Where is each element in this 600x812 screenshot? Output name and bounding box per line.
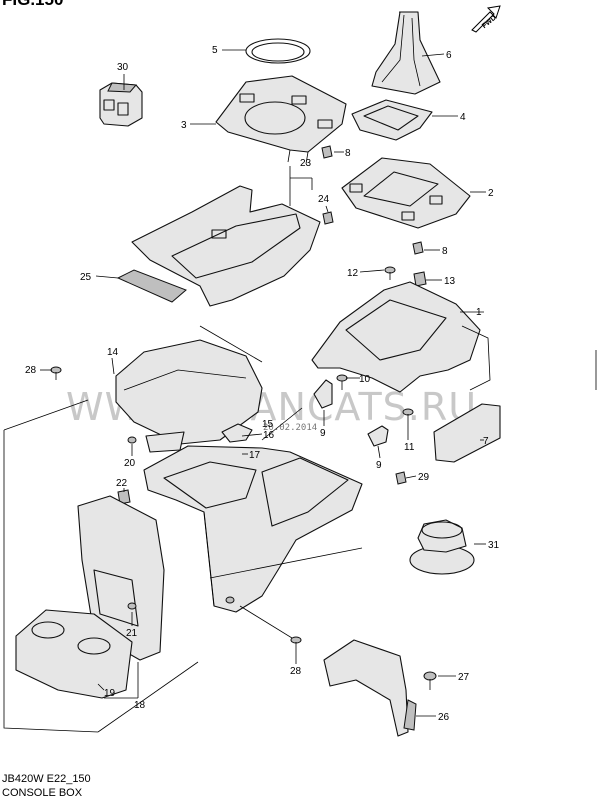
part-14-armrest-lid (115, 339, 263, 453)
leader-lines (40, 49, 486, 717)
figure-header: FIG.150 (2, 0, 63, 9)
part-6-shift-boot (371, 11, 441, 95)
callout-27: 27 (458, 672, 470, 683)
callout-8-upper: 8 (345, 148, 351, 159)
part-22-clip (117, 489, 131, 505)
console-body (143, 445, 363, 613)
part-31-ash-cup (409, 519, 475, 575)
callout-24: 24 (318, 194, 330, 205)
callout-4: 4 (460, 112, 466, 123)
callout-11: 11 (404, 442, 415, 453)
callout-3: 3 (181, 120, 187, 131)
callout-26: 26 (438, 712, 450, 723)
callout-5: 5 (212, 45, 218, 56)
part-23-console-tray (131, 185, 321, 307)
part-29-clip (395, 471, 407, 485)
callout-31: 31 (488, 540, 500, 551)
callout-2: 2 (488, 188, 494, 199)
footer-title: CONSOLE BOX (2, 787, 83, 799)
part-30-switch (99, 82, 143, 127)
part-5-ring (245, 38, 311, 64)
callout-1: 1 (476, 307, 482, 318)
part-13-clip (413, 271, 427, 287)
part-11-screw (402, 408, 414, 424)
part-19-cup-holder (15, 609, 133, 699)
callout-25: 25 (80, 272, 92, 283)
callout-10: 10 (359, 374, 371, 385)
callout-8-lower: 8 (442, 246, 448, 257)
part-27-bolt (423, 671, 437, 690)
callout-12: 12 (347, 268, 359, 279)
callout-7: 7 (483, 436, 489, 447)
part-28-screw-lower (290, 636, 302, 652)
date-stamp: 20.02.2014 (263, 423, 317, 433)
part-10-bolt (336, 374, 348, 390)
callout-17: 17 (249, 450, 261, 461)
part-8-clip-upper (321, 145, 333, 159)
callout-15: 15 (262, 419, 274, 430)
part-25-mat (116, 269, 187, 303)
callout-19: 19 (104, 688, 116, 699)
part-8-clip-lower (412, 241, 424, 255)
callout-22: 22 (116, 478, 128, 489)
callout-6: 6 (446, 50, 452, 61)
footer-model-code: JB420W E22_150 (2, 773, 91, 785)
part-24-clip (322, 211, 334, 225)
callout-20: 20 (124, 458, 136, 469)
callout-9-lower: 9 (376, 460, 382, 471)
callout-13: 13 (444, 276, 456, 287)
callout-29: 29 (418, 472, 430, 483)
part-2-lower-bezel (341, 157, 471, 229)
part-1-bracket (311, 281, 491, 393)
callout-9-upper: 9 (320, 428, 326, 439)
part-28-screw-upper (50, 366, 62, 380)
callout-labels: 1 2 3 4 5 6 7 8 8 9 9 10 11 12 13 14 15 … (25, 45, 500, 723)
part-12-screw (384, 266, 396, 280)
callout-28-upper: 28 (25, 365, 37, 376)
part-26-bracket (323, 639, 417, 737)
callout-28-lower: 28 (290, 666, 302, 677)
callout-21: 21 (126, 628, 138, 639)
callout-14: 14 (107, 347, 119, 358)
part-20-screw (127, 436, 137, 444)
callout-23: 23 (300, 158, 312, 169)
callout-18: 18 (134, 700, 146, 711)
assembly-frame (3, 325, 363, 733)
part-7-pad (433, 403, 501, 463)
callout-30: 30 (117, 62, 129, 73)
part-4-frame (351, 99, 433, 141)
part-9-bracket-lower (367, 425, 389, 447)
part-3-upper-bezel (215, 75, 347, 165)
callout-16: 16 (263, 430, 275, 441)
fwd-arrow-icon: FWD (471, 5, 501, 33)
part-9-bracket-upper (313, 379, 333, 409)
